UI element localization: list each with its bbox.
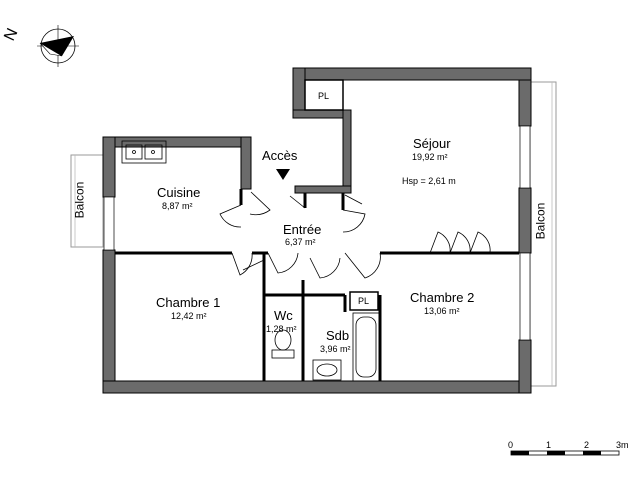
bathroom-sink-icon	[312, 359, 342, 381]
scale-bar	[510, 450, 620, 456]
room-sejour-area: 19,92 m²	[412, 152, 448, 162]
room-sdb-area: 3,96 m²	[320, 344, 351, 354]
toilet-icon	[271, 329, 295, 359]
balcony-left-label: Balcon	[72, 181, 87, 219]
room-chambre2-area: 13,06 m²	[424, 306, 460, 316]
room-chambre1-name: Chambre 1	[156, 295, 221, 310]
kitchen-sink-icon	[121, 140, 167, 164]
room-wc-name: Wc	[274, 308, 293, 323]
scale-tick-1: 1	[546, 440, 552, 450]
scale-tick-3: 3m	[616, 440, 629, 450]
closet-sejour-label: PL	[318, 91, 330, 101]
bathtub-icon	[352, 312, 380, 382]
room-entree-name: Entrée	[283, 222, 322, 237]
door-swings	[219, 191, 491, 279]
closet-sejour	[304, 79, 344, 111]
closet-sdb-label: PL	[358, 296, 370, 306]
entrance-arrow-icon	[276, 169, 290, 180]
room-entree-area: 6,37 m²	[285, 237, 316, 247]
scale-tick-0: 0	[508, 440, 514, 450]
room-chambre2-name: Chambre 2	[410, 290, 475, 305]
closet-sdb	[349, 291, 379, 311]
scale-tick-2: 2	[584, 440, 590, 450]
north-compass-icon	[37, 25, 79, 67]
room-cuisine-area: 8,87 m²	[162, 201, 193, 211]
balcony-left	[70, 154, 104, 248]
room-sejour-name: Séjour	[413, 136, 451, 151]
balcony-right-label: Balcon	[533, 202, 548, 240]
interior-walls	[115, 189, 519, 381]
balcony-right	[529, 81, 557, 387]
windows	[103, 125, 531, 341]
room-sejour-height: Hsp = 2,61 m	[402, 176, 456, 186]
room-chambre1-area: 12,42 m²	[171, 311, 207, 321]
entrance-label: Accès	[262, 148, 298, 163]
room-sdb-name: Sdb	[326, 328, 350, 343]
room-cuisine-name: Cuisine	[157, 185, 201, 200]
room-wc-area: 1,28 m²	[266, 324, 297, 334]
